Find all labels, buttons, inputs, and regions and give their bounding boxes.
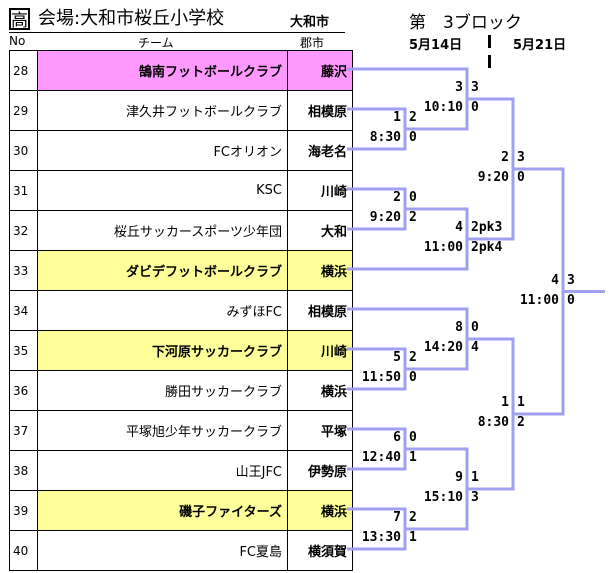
team-number: 32	[9, 210, 38, 251]
date-separator	[488, 35, 491, 48]
team-name: FC夏島	[37, 530, 288, 571]
team-name: 下河原サッカークラブ	[37, 330, 288, 371]
column-header-no: No	[9, 34, 26, 48]
team-city: 横浜	[287, 250, 353, 291]
score-bottom: 4	[471, 340, 479, 355]
date-separator	[488, 55, 491, 68]
score-top: 1	[517, 395, 525, 410]
team-number: 33	[9, 250, 38, 291]
score-top: 1	[471, 470, 479, 485]
match-number: 6	[393, 430, 401, 445]
team-city: 横浜	[287, 490, 353, 531]
team-city: 横浜	[287, 370, 353, 411]
match-time: 15:10	[423, 490, 463, 505]
score-top: 0	[409, 430, 417, 445]
match-number: 7	[393, 510, 401, 525]
team-name: 磯子ファイターズ	[37, 490, 288, 531]
team-name: 津久井フットボールクラブ	[37, 90, 288, 131]
column-header-team: チーム	[138, 36, 174, 50]
venue-title: 会場:大和市桜丘小学校	[38, 8, 225, 29]
date-round2: 5月21日	[513, 38, 567, 53]
team-city: 平塚	[287, 410, 353, 451]
score-bottom: 2	[517, 415, 525, 430]
match-time: 8:30	[477, 415, 509, 430]
score-bottom: 0	[471, 100, 479, 115]
team-name: 桜丘サッカースポーツ少年団	[37, 210, 288, 251]
match-time: 11:50	[361, 370, 401, 385]
match-number: 4	[455, 220, 463, 235]
match-number: 2	[393, 190, 401, 205]
team-number: 40	[9, 530, 38, 571]
score-bottom: 0	[409, 370, 417, 385]
team-number: 34	[9, 290, 38, 331]
score-top: 0	[409, 190, 417, 205]
score-top: 2	[409, 350, 417, 365]
team-number: 37	[9, 410, 38, 451]
team-number: 31	[9, 170, 38, 211]
score-bottom: 0	[567, 292, 575, 308]
match-time: 14:20	[423, 340, 463, 355]
match-time: 8:30	[369, 130, 401, 145]
score-top: 3	[471, 80, 479, 95]
score-bottom: 1	[409, 450, 417, 465]
match-number: 2	[501, 150, 509, 165]
score-bottom: 1	[409, 530, 417, 545]
date-round1: 5月14日	[409, 38, 463, 53]
match-number: 8	[455, 320, 463, 335]
column-header-city: 郡市	[300, 36, 325, 50]
score-bottom: 2	[409, 210, 417, 225]
team-name: みずほFC	[37, 290, 288, 331]
team-number: 29	[9, 90, 38, 131]
score-bottom: 3	[471, 490, 479, 505]
score-top: 2	[409, 510, 417, 525]
school-type-badge: 高	[9, 8, 30, 31]
score-bottom: 0	[409, 130, 417, 145]
match-time: 9:20	[369, 210, 401, 225]
venue-city: 大和市	[290, 15, 330, 30]
score-bottom: 0	[517, 170, 525, 185]
score-top: 0	[471, 320, 479, 335]
block-title: 第 3ブロック	[409, 13, 522, 33]
team-number: 36	[9, 370, 38, 411]
match-time: 11:00	[519, 292, 559, 308]
team-number: 28	[9, 50, 38, 91]
score-top: 2pk3	[471, 220, 503, 235]
header-underline	[9, 32, 345, 33]
match-time: 13:30	[361, 530, 401, 545]
team-city: 川崎	[287, 170, 353, 211]
team-number: 38	[9, 450, 38, 491]
team-city: 川崎	[287, 330, 353, 371]
team-name: FCオリオン	[37, 130, 288, 171]
team-number: 35	[9, 330, 38, 371]
team-city: 横須賀	[287, 530, 353, 571]
team-city: 海老名	[287, 130, 353, 171]
match-time: 10:10	[423, 100, 463, 115]
score-top: 3	[517, 150, 525, 165]
match-number: 1	[393, 110, 401, 125]
match-time: 12:40	[361, 450, 401, 465]
score-top: 2	[409, 110, 417, 125]
match-number: 5	[393, 350, 401, 365]
score-top: 3	[567, 272, 575, 288]
match-number: 1	[501, 395, 509, 410]
score-bottom: 2pk4	[471, 240, 503, 255]
match-number: 4	[551, 272, 559, 288]
match-number: 9	[455, 470, 463, 485]
match-number: 3	[455, 80, 463, 95]
match-time: 9:20	[477, 170, 509, 185]
team-number: 30	[9, 130, 38, 171]
team-name: 山王JFC	[37, 450, 288, 491]
match-time: 11:00	[423, 240, 463, 255]
